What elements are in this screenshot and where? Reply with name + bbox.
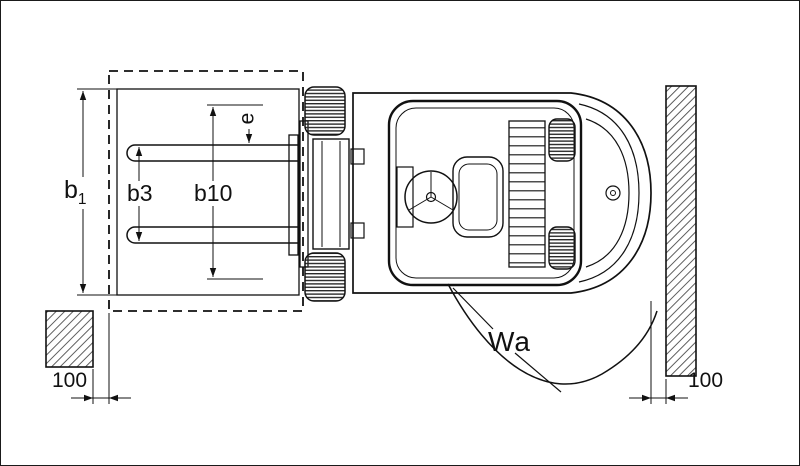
tilt-cylinder-bottom (350, 222, 365, 239)
label-b10: b10 (191, 181, 236, 206)
wall-hatched (665, 85, 697, 377)
steering-wheel (404, 170, 458, 224)
fork-tine-top (126, 144, 298, 162)
turning-radius (447, 283, 658, 393)
wa-leader-to-truck (452, 287, 494, 330)
dimension-lines (71, 88, 688, 404)
forklift-truck (304, 86, 652, 302)
environment (45, 85, 697, 377)
wa-leader-to-arc (514, 352, 562, 393)
load-area (108, 70, 309, 312)
fork-carriage-plate-front (288, 134, 299, 256)
obstacle-block-hatched (45, 310, 94, 368)
chassis-outline (352, 92, 652, 294)
wa-arc (447, 283, 658, 385)
overhead-guard-inner (395, 107, 575, 279)
fork-tine-bottom (126, 226, 298, 244)
pallet-outline (116, 88, 300, 296)
operator-seat-cushion (458, 163, 498, 231)
dash-console (396, 166, 414, 228)
front-tire-bottom (304, 252, 346, 302)
label-wa: Wa (488, 326, 531, 357)
label-clearance-right: 100 (688, 369, 724, 392)
tow-pin-outer (605, 185, 621, 201)
dimension-clearance-right (629, 301, 688, 404)
operator-seat (452, 156, 504, 238)
overhead-guard-outer (387, 99, 583, 287)
label-b1-subscript: 1 (77, 191, 87, 208)
mast-assembly (312, 138, 350, 250)
engine-hood-grille (508, 120, 546, 268)
fork-carriage-plate-rear (299, 120, 309, 268)
label-e: e (235, 109, 259, 128)
front-tire-top (304, 86, 346, 136)
dimension-clearance-left (71, 313, 131, 404)
load-envelope-dashed (108, 70, 304, 312)
steering-spoke-3 (430, 196, 454, 211)
rear-tire-top (548, 118, 576, 162)
rear-tire-bottom (548, 226, 576, 270)
label-b1-base: b (64, 176, 78, 204)
label-clearance-left: 100 (52, 369, 88, 392)
tow-pin-inner (610, 190, 616, 196)
label-b1: b1 (61, 177, 90, 209)
tilt-cylinder-top (350, 148, 365, 165)
label-b3: b3 (124, 181, 156, 206)
steering-spoke-2 (408, 196, 432, 211)
counterweight-contour-outer (578, 103, 640, 283)
counterweight-contour-inner (585, 118, 630, 268)
